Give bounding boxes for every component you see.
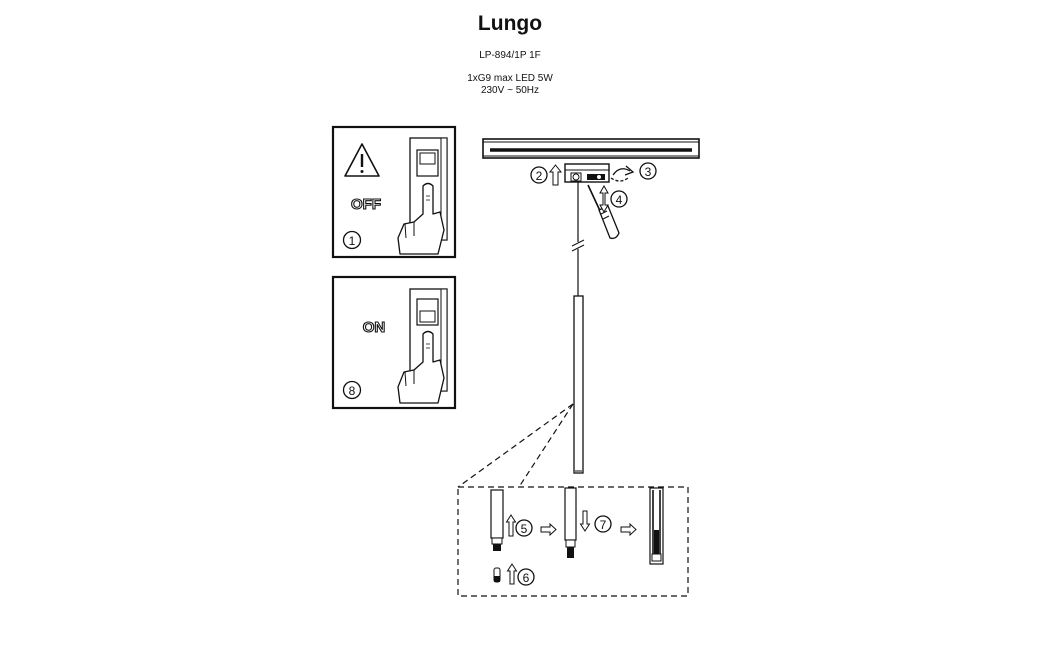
hand-pointer-icon: [397, 330, 445, 404]
rotate-arrow-icon: [610, 165, 635, 182]
model-number: LP-894/1P 1F: [479, 50, 541, 61]
step-7-marker: 7: [594, 515, 612, 533]
step-2-marker: 2: [530, 166, 548, 184]
arrow-up-icon: [505, 514, 517, 537]
lamp-assembled-detail: [564, 487, 577, 558]
warning-icon: [344, 143, 380, 177]
arrow-down-icon: [579, 510, 591, 532]
spec-bulb: 1xG9 max LED 5W: [467, 73, 553, 84]
g9-bulb-icon: [493, 567, 501, 583]
on-label: ON: [363, 319, 386, 336]
step-5-number: 5: [521, 522, 528, 536]
step-6-number: 6: [523, 571, 530, 585]
screwdriver-icon: [587, 184, 620, 240]
step-2-number: 2: [536, 169, 543, 183]
step-7-number: 7: [600, 518, 607, 532]
step-3-marker: 3: [639, 162, 657, 180]
step-5-marker: 5: [515, 519, 533, 537]
pendant-lamp: [573, 295, 584, 474]
arrow-right-icon: [540, 522, 557, 537]
lamp-cross-section: [649, 487, 664, 565]
spec-voltage: 230V ~ 50Hz: [480, 85, 540, 96]
step-8-marker: 8: [342, 380, 362, 400]
arrow-up-icon: [506, 563, 518, 585]
arrow-up-down-icon: [599, 184, 609, 214]
track-rail: [482, 138, 700, 159]
detail-callout: [457, 403, 689, 597]
arrow-up-icon: [548, 164, 563, 186]
panel-off: OFF 1: [331, 125, 457, 259]
step-4-number: 4: [616, 193, 623, 207]
panel-on: ON 8: [331, 275, 457, 410]
suspension-cable: [571, 182, 585, 296]
step-1-number: 1: [349, 234, 356, 248]
hand-pointer-icon: [397, 182, 445, 255]
step-6-marker: 6: [517, 568, 535, 586]
step-3-number: 3: [645, 165, 652, 179]
step-1-marker: 1: [342, 230, 362, 250]
track-adapter: [564, 163, 610, 183]
lamp-head-detail: [490, 489, 504, 551]
step-8-number: 8: [349, 384, 356, 398]
arrow-right-icon: [620, 522, 637, 537]
off-label: OFF: [351, 196, 381, 213]
product-title: Lungo: [477, 12, 543, 35]
step-4-marker: 4: [610, 190, 628, 208]
